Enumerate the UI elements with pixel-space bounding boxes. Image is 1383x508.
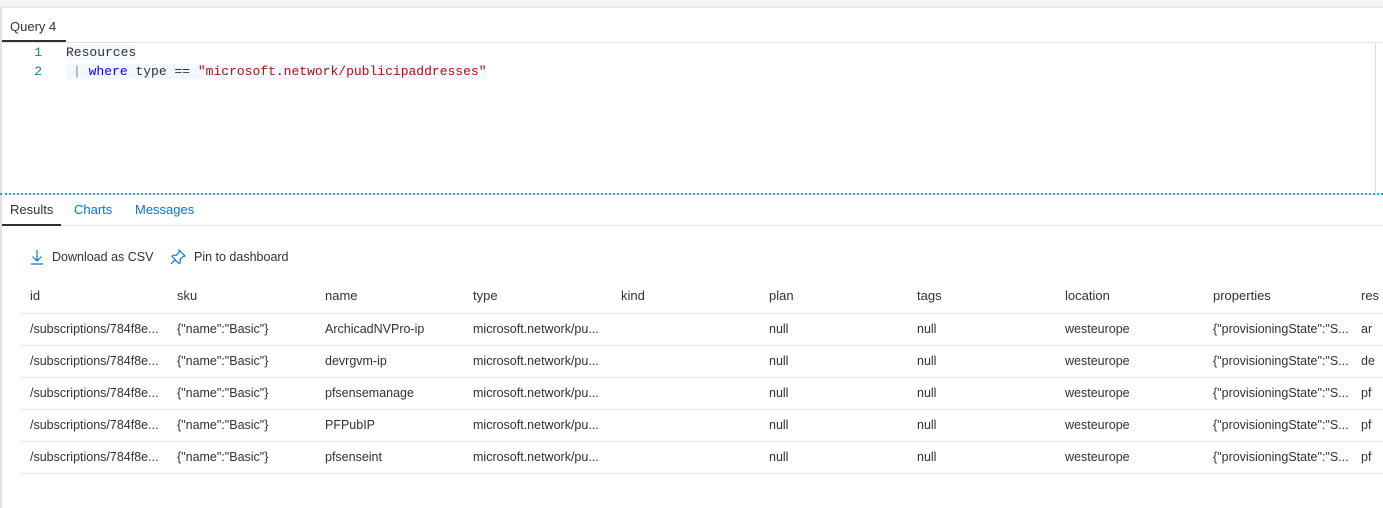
column-header-sku[interactable]: sku [177, 288, 198, 303]
cell-location: westeurope [1065, 450, 1130, 464]
column-header-res[interactable]: res [1361, 288, 1380, 303]
cell-name: ArchicadNVPro-ip [325, 322, 425, 336]
cell-res: pf [1361, 450, 1372, 464]
cell-properties: {"provisioningState":"S... [1213, 322, 1349, 336]
cell-sku: {"name":"Basic"} [177, 354, 269, 368]
cell-location: westeurope [1065, 418, 1130, 432]
cell-id: /subscriptions/784f8e... [30, 450, 159, 464]
cell-id: /subscriptions/784f8e... [30, 354, 159, 368]
cell-tags: null [917, 418, 937, 432]
download-icon [31, 250, 43, 265]
cell-name: pfsensemanage [325, 386, 414, 400]
pin-to-dashboard-button[interactable]: Pin to dashboard [170, 249, 289, 265]
tab-charts[interactable]: Charts [74, 202, 113, 217]
tab-messages[interactable]: Messages [135, 202, 195, 217]
editor-scrollbar[interactable] [1375, 43, 1383, 195]
line-number: 2 [34, 64, 42, 79]
column-header-tags[interactable]: tags [917, 288, 942, 303]
editor-line: 2 | where type == "microsoft.network/pub… [2, 64, 1383, 83]
cell-properties: {"provisioningState":"S... [1213, 386, 1349, 400]
cell-res: ar [1361, 322, 1373, 336]
cell-tags: null [917, 386, 937, 400]
cell-type: microsoft.network/pu... [473, 322, 599, 336]
column-header-kind[interactable]: kind [621, 288, 645, 303]
cell-plan: null [769, 450, 789, 464]
download-csv-button[interactable]: Download as CSV [30, 249, 153, 265]
table-row[interactable]: /subscriptions/784f8e... {"name":"Basic"}… [20, 314, 1383, 346]
cell-type: microsoft.network/pu... [473, 450, 599, 464]
cell-properties: {"provisioningState":"S... [1213, 354, 1349, 368]
cell-plan: null [769, 354, 789, 368]
tab-results[interactable]: Results [2, 202, 62, 226]
query-editor[interactable]: 1 Resources 2 | where type == "microsoft… [2, 42, 1383, 195]
cell-id: /subscriptions/784f8e... [30, 322, 159, 336]
cell-type: microsoft.network/pu... [473, 354, 599, 368]
cell-location: westeurope [1065, 386, 1130, 400]
cell-sku: {"name":"Basic"} [177, 322, 269, 336]
cell-id: /subscriptions/784f8e... [30, 386, 159, 400]
table-row[interactable]: /subscriptions/784f8e... {"name":"Basic"}… [20, 410, 1383, 442]
left-border [0, 8, 2, 508]
cell-sku: {"name":"Basic"} [177, 450, 269, 464]
cell-res: pf [1361, 386, 1372, 400]
results-tabs: Results Charts Messages [2, 198, 1383, 226]
pin-icon [170, 249, 186, 265]
editor-line: 1 Resources [2, 45, 1383, 64]
line-number: 1 [34, 45, 42, 60]
cell-plan: null [769, 322, 789, 336]
cell-plan: null [769, 386, 789, 400]
column-header-plan[interactable]: plan [769, 288, 794, 303]
cell-plan: null [769, 418, 789, 432]
table-header: id sku name type kind plan tags location propert… [20, 282, 1383, 314]
cell-name: devrgvm-ip [325, 354, 387, 368]
cell-location: westeurope [1065, 322, 1130, 336]
column-header-type[interactable]: type [473, 288, 498, 303]
cell-res: pf [1361, 418, 1372, 432]
cell-res: de [1361, 354, 1375, 368]
cell-type: microsoft.network/pu... [473, 418, 599, 432]
cell-sku: {"name":"Basic"} [177, 386, 269, 400]
table-row[interactable]: /subscriptions/784f8e... {"name":"Basic"}… [20, 442, 1383, 474]
cell-location: westeurope [1065, 354, 1130, 368]
cell-id: /subscriptions/784f8e... [30, 418, 159, 432]
cell-name: PFPubIP [325, 418, 376, 432]
column-header-properties[interactable]: properties [1213, 288, 1271, 303]
cell-name: pfsenseint [325, 450, 382, 464]
table-row[interactable]: /subscriptions/784f8e... {"name":"Basic"}… [20, 346, 1383, 378]
tab-query-4[interactable]: Query 4 [2, 14, 66, 42]
top-strip [0, 0, 1383, 8]
cell-tags: null [917, 354, 937, 368]
table-row[interactable]: /subscriptions/784f8e... {"name":"Basic"}… [20, 378, 1383, 410]
cell-tags: null [917, 450, 937, 464]
cell-tags: null [917, 322, 937, 336]
column-header-id[interactable]: id [30, 288, 41, 303]
code-text: | where type == "microsoft.network/publi… [66, 64, 487, 79]
column-header-name[interactable]: name [325, 288, 358, 303]
column-header-location[interactable]: location [1065, 288, 1110, 303]
cell-type: microsoft.network/pu... [473, 386, 599, 400]
cell-properties: {"provisioningState":"S... [1213, 450, 1349, 464]
results-table: id sku name type kind plan tags location propert… [20, 282, 1383, 474]
cell-properties: {"provisioningState":"S... [1213, 418, 1349, 432]
pane-splitter[interactable] [0, 193, 1383, 195]
cell-sku: {"name":"Basic"} [177, 418, 269, 432]
code-text: Resources [66, 45, 137, 60]
